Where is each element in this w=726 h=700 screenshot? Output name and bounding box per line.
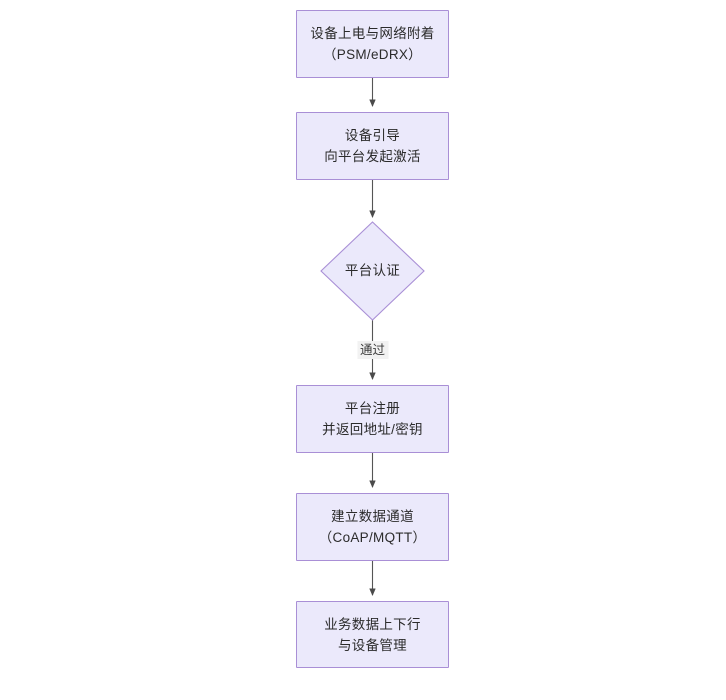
flow-node-label: 设备上电与网络附着 （PSM/eDRX） bbox=[310, 26, 435, 62]
flow-node-device-power-on[interactable]: 设备上电与网络附着 （PSM/eDRX） bbox=[296, 10, 449, 78]
flow-node-device-bootstrap[interactable]: 设备引导 向平台发起激活 bbox=[296, 112, 449, 180]
flow-node-business-data[interactable]: 业务数据上下行 与设备管理 bbox=[296, 601, 449, 668]
flow-node-label: 平台注册 并返回地址/密钥 bbox=[322, 401, 423, 437]
flow-node-label: 建立数据通道 （CoAP/MQTT） bbox=[318, 509, 427, 545]
flow-node-platform-register[interactable]: 平台注册 并返回地址/密钥 bbox=[296, 385, 449, 453]
flow-node-data-channel[interactable]: 建立数据通道 （CoAP/MQTT） bbox=[296, 493, 449, 561]
flow-node-label: 平台认证 bbox=[344, 263, 401, 278]
flow-node-label: 业务数据上下行 与设备管理 bbox=[324, 616, 421, 653]
edge-label-pass: 通过 bbox=[356, 341, 389, 359]
flow-node-platform-auth[interactable]: 平台认证 bbox=[321, 222, 424, 320]
flow-node-label: 设备引导 向平台发起激活 bbox=[324, 128, 421, 164]
